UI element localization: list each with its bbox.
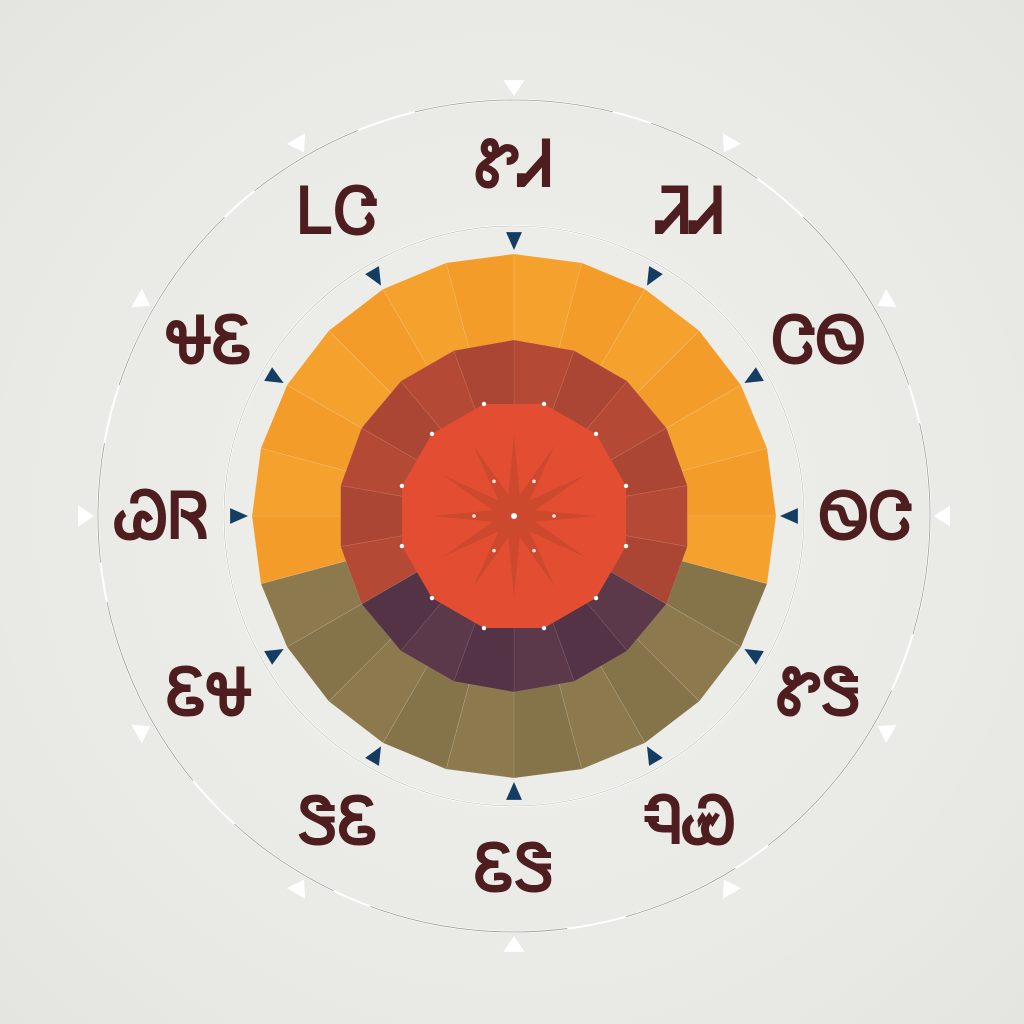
outer-tick [503, 80, 525, 96]
core-vertex-dot [429, 431, 435, 437]
glyph-east: ᏫᏣ [819, 479, 913, 554]
ring-marker [506, 782, 522, 800]
core-vertex-dot [541, 625, 547, 631]
inner-spark-dot [532, 479, 536, 484]
glyph-north-northeast: ᏘᏗ [655, 174, 725, 249]
outer-tick [877, 724, 897, 744]
outer-tick [131, 724, 151, 744]
glyph-west-southwest: ᏋᏠ [166, 655, 252, 730]
core-vertex-dot [541, 401, 547, 407]
core-vertex-dot [399, 483, 405, 489]
glyph-west-northwest: ᏠᏋ [166, 303, 252, 378]
outer-tick [877, 288, 897, 308]
outer-tick [131, 288, 151, 308]
core-vertex-dot [623, 543, 629, 549]
outer-tick [78, 505, 94, 527]
outer-tick [722, 133, 742, 153]
ring-marker [647, 746, 663, 766]
inner-spark-dot [492, 548, 496, 553]
outer-tick [503, 936, 525, 952]
glyph-south-southwest: ᏕᏋ [298, 784, 378, 859]
glyph-north: ᏑᏗ [475, 127, 553, 202]
outer-tick [934, 505, 950, 527]
ring-marker [780, 508, 798, 524]
ring-marker [365, 266, 381, 286]
ring-marker [506, 232, 522, 250]
outer-tick [286, 133, 306, 153]
core-vertex-dot [593, 431, 599, 437]
ring-marker [264, 649, 284, 665]
ring-marker [744, 367, 764, 383]
glyph-east-southeast: ᏑᏕ [777, 655, 861, 730]
inner-spark-dot [492, 479, 496, 484]
outer-tick [722, 879, 742, 899]
center-dot [511, 513, 517, 519]
ring-marker [365, 746, 381, 766]
ring-marker [264, 367, 284, 383]
outer-ring-shadow [97, 99, 931, 933]
core-vertex-dot [623, 483, 629, 489]
glyph-north-northwest: ᏞᏣ [298, 174, 378, 249]
inner-ring-shadow [223, 225, 805, 807]
inner-spark-dot [532, 548, 536, 553]
ring-marker [230, 508, 248, 524]
core-vertex-dot [593, 595, 599, 601]
ring-marker [744, 649, 764, 665]
core-vertex-dot [481, 625, 487, 631]
core-vertex-dot [429, 595, 435, 601]
core-vertex-dot [481, 401, 487, 407]
glyph-south-southeast: ᏄᏯ [644, 784, 737, 859]
ring-marker [647, 266, 663, 286]
outer-tick [286, 879, 306, 899]
inner-spark-dot [472, 514, 476, 518]
inner-spark-dot [552, 514, 556, 518]
glyph-south: ᏋᏕ [474, 831, 554, 906]
core-vertex-dot [399, 543, 405, 549]
glyph-east-northeast: ᏣᏫ [772, 303, 866, 378]
glyph-west: ᏊᏒ [114, 479, 210, 554]
